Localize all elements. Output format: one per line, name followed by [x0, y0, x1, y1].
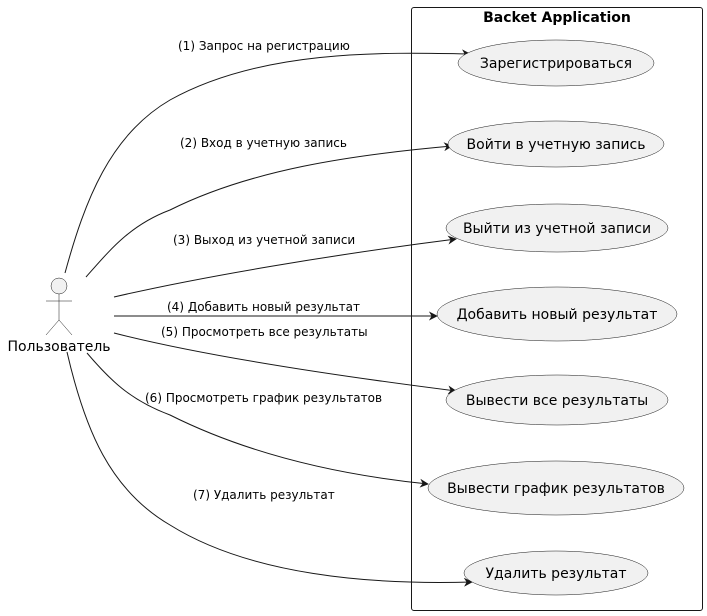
usecase-show-results-label: Вывести все результаты [466, 393, 648, 409]
relation-1: (1) Запрос на регистрацию [64, 39, 471, 274]
usecase-logout[interactable]: Выйти из учетной записи [445, 203, 669, 253]
usecase-show-results[interactable]: Вывести все результаты [445, 374, 669, 426]
usecase-login-label: Войти в учетную запись [467, 137, 646, 153]
relation-7: (7) Удалить результат [66, 351, 473, 587]
usecase-add-result-label: Добавить новый результат [457, 307, 658, 323]
system-title: Backet Application [483, 10, 631, 26]
relation-5: (5) Просмотреть все результаты [113, 325, 457, 395]
actor-left-leg [45, 319, 60, 336]
relation-6: (6) Просмотреть график результатов [86, 352, 429, 488]
stick-figure-actor-icon [45, 277, 73, 336]
usecase-add-result[interactable]: Добавить новый результат [436, 286, 678, 342]
actor-name: Пользователь [7, 339, 110, 355]
relation-3-label: (3) Выход из учетной записи [173, 233, 355, 247]
relation-4-label: (4) Добавить новый результат [167, 300, 360, 314]
relation-5-label: (5) Просмотреть все результаты [161, 325, 368, 339]
relation-7-arrow [66, 351, 473, 587]
relation-2-label: (2) Вход в учетную запись [180, 136, 347, 150]
usecase-logout-ellipse[interactable] [445, 203, 669, 253]
usecase-register-ellipse[interactable] [457, 39, 655, 87]
relation-2-arrow [85, 142, 453, 278]
usecase-logout-label: Выйти из учетной записи [463, 221, 651, 237]
relation-4: (4) Добавить новый результат [114, 300, 438, 321]
actor[interactable]: Пользователь [7, 277, 111, 355]
relation-6-arrow [86, 352, 429, 488]
relation-6-label: (6) Просмотреть график результатов [145, 391, 382, 405]
usecase-show-chart-ellipse[interactable] [427, 460, 685, 516]
use-cases: Зарегистрироваться Войти в учетную запис… [427, 39, 685, 596]
actor-head [50, 277, 68, 295]
usecase-add-result-ellipse[interactable] [436, 286, 678, 342]
usecase-delete-result-label: Удалить результат [485, 566, 626, 582]
usecase-register[interactable]: Зарегистрироваться [457, 39, 655, 87]
usecase-login-ellipse[interactable] [447, 120, 665, 168]
usecase-show-results-ellipse[interactable] [445, 374, 669, 426]
relation-3-arrow [113, 235, 457, 298]
usecase-register-label: Зарегистрироваться [480, 56, 632, 72]
usecase-show-chart-label: Вывести график результатов [447, 481, 665, 497]
relation-3: (3) Выход из учетной записи [113, 233, 457, 298]
relation-1-label: (1) Запрос на регистрацию [178, 39, 350, 53]
usecase-login[interactable]: Войти в учетную запись [447, 120, 665, 168]
usecase-show-chart[interactable]: Вывести график результатов [427, 460, 685, 516]
relations: (1) Запрос на регистрацию (2) Вход в уче… [64, 39, 473, 587]
relation-5-arrow [113, 332, 457, 395]
usecase-delete-result[interactable]: Удалить результат [463, 550, 649, 596]
relation-7-label: (7) Удалить результат [193, 488, 335, 502]
actor-right-leg [58, 319, 73, 336]
relation-1-arrow [64, 49, 471, 274]
usecase-delete-result-ellipse[interactable] [463, 550, 649, 596]
relation-2: (2) Вход в учетную запись [85, 136, 453, 278]
